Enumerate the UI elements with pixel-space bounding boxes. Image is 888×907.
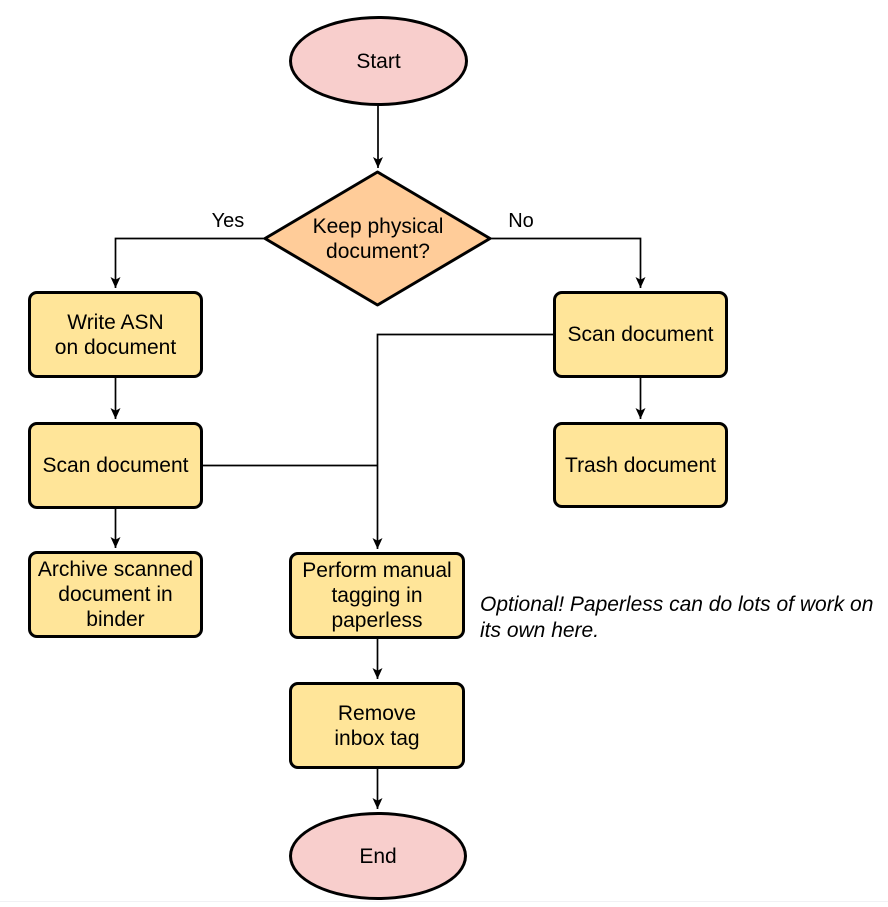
edge-label-no: No <box>508 210 534 232</box>
node-perform-tagging-label: Perform manual tagging in paperless <box>302 559 452 632</box>
node-start: Start <box>289 16 468 106</box>
node-scan-document-left-label: Scan document <box>42 454 189 477</box>
bottom-divider <box>0 901 888 902</box>
edge-label-yes: Yes <box>211 210 245 232</box>
optional-note: Optional! Paperless can do lots of work … <box>480 593 874 642</box>
node-archive-binder: Archive scanned document in binder <box>28 551 203 638</box>
node-scan-document-right-label: Scan document <box>567 323 714 346</box>
node-perform-tagging: Perform manual tagging in paperless <box>289 552 465 639</box>
edge-scan-right-to-perform-tagging <box>372 333 553 549</box>
node-scan-document-left: Scan document <box>28 422 203 509</box>
node-decision-label: Keep physical document? <box>312 214 444 263</box>
edge-decision-yes-to-write-asn <box>110 237 265 288</box>
node-write-asn-label: Write ASN on document <box>54 310 177 359</box>
decision-diamond-shape <box>263 170 492 307</box>
edge-decision-no-to-scan-right <box>490 237 646 288</box>
node-archive-binder-label: Archive scanned document in binder <box>37 558 194 631</box>
node-write-asn: Write ASN on document <box>28 291 203 378</box>
node-trash-document-label: Trash document <box>565 453 716 477</box>
node-scan-document-right: Scan document <box>553 291 728 378</box>
node-trash-document: Trash document <box>553 422 728 508</box>
node-remove-inbox-tag: Remove inbox tag <box>289 682 465 769</box>
node-end: End <box>289 812 467 900</box>
node-decision: Keep physical document? <box>266 172 490 305</box>
node-end-label: End <box>359 844 397 868</box>
node-remove-inbox-tag-label: Remove inbox tag <box>334 701 420 750</box>
node-start-label: Start <box>356 49 401 73</box>
